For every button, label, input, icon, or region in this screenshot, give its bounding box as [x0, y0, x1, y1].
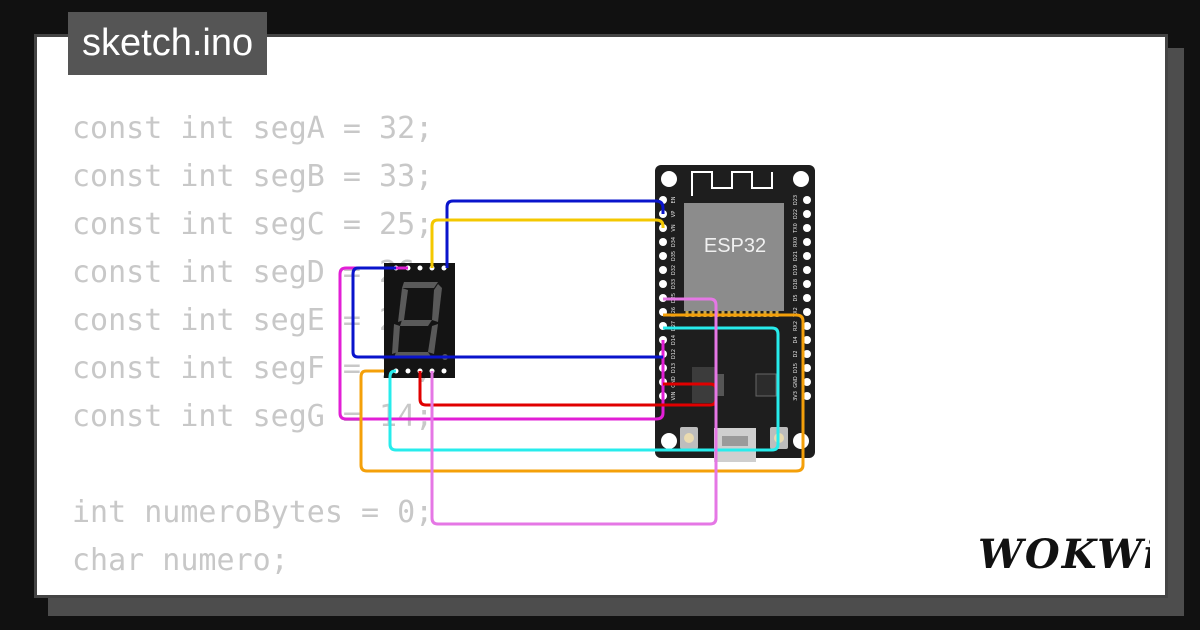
pin-label: D13 [671, 363, 677, 373]
wire-blue-loop[interactable] [351, 266, 663, 359]
pin-label: VP [671, 211, 677, 217]
pin-label: EN [671, 196, 677, 203]
code-line: const int segG = 14; [72, 399, 434, 434]
pin-label: D26 [671, 307, 677, 317]
pin-label: D34 [671, 237, 677, 247]
pin-label: TX2 [793, 307, 799, 318]
pin-label: D32 [671, 265, 677, 275]
pin-label: D18 [793, 279, 799, 289]
wire-blue-top[interactable] [445, 199, 665, 268]
pin-label: GND [793, 376, 799, 388]
pin-label: GND [671, 376, 677, 388]
pin-label: TX0 [793, 223, 799, 234]
file-tab-sketch[interactable]: sketch.ino [68, 12, 268, 75]
code-line: int numeroBytes = 0; [72, 495, 434, 530]
pin-label: D35 [671, 251, 677, 261]
usb-uart-chip [755, 373, 777, 397]
wokwi-logo-text: WOKWi [978, 531, 1150, 576]
pin-label: VIN [671, 391, 677, 400]
pin-label: D14 [671, 335, 677, 345]
pin-label: VN [671, 224, 677, 231]
pin-label: D15 [793, 363, 799, 373]
pin-label: D12 [671, 349, 677, 359]
pin-label: D5 [793, 294, 799, 301]
pin-label: D21 [793, 251, 799, 261]
code-line: char numero; [72, 543, 289, 578]
pin-label: D2 [793, 350, 799, 357]
pin-label: 3V3 [793, 391, 799, 401]
code-line: const int segA = 32; [72, 111, 434, 146]
wire-yellow[interactable] [430, 218, 665, 268]
code-line: const int segC = 25; [72, 207, 434, 242]
pin-label: D4 [793, 336, 799, 343]
left-pin-header[interactable] [659, 196, 667, 400]
pin-label: D33 [671, 279, 677, 289]
pin-label: RX2 [793, 321, 799, 331]
seven-segment-display[interactable] [384, 263, 455, 378]
code-line: char t [72, 585, 433, 595]
wire-magenta[interactable] [338, 266, 665, 421]
pin-label: D23 [793, 195, 799, 205]
code-card: const int segA = 32; const int segB = 33;… [34, 34, 1168, 598]
pin-label: RX0 [793, 237, 799, 247]
pin-label: D19 [793, 265, 799, 275]
code-line: const int segB = 33; [72, 159, 434, 194]
wire-violet[interactable] [430, 297, 718, 526]
antenna-trace-icon [691, 171, 773, 196]
wokwi-logo[interactable]: WOKWi [978, 530, 1150, 576]
pin-label: D27 [671, 321, 677, 331]
pin-label: D22 [793, 209, 799, 219]
right-pin-header[interactable] [803, 196, 811, 400]
wire-orange[interactable] [359, 313, 805, 473]
wire-cyan[interactable] [388, 326, 780, 452]
chip-label: ESP32 [704, 235, 766, 257]
